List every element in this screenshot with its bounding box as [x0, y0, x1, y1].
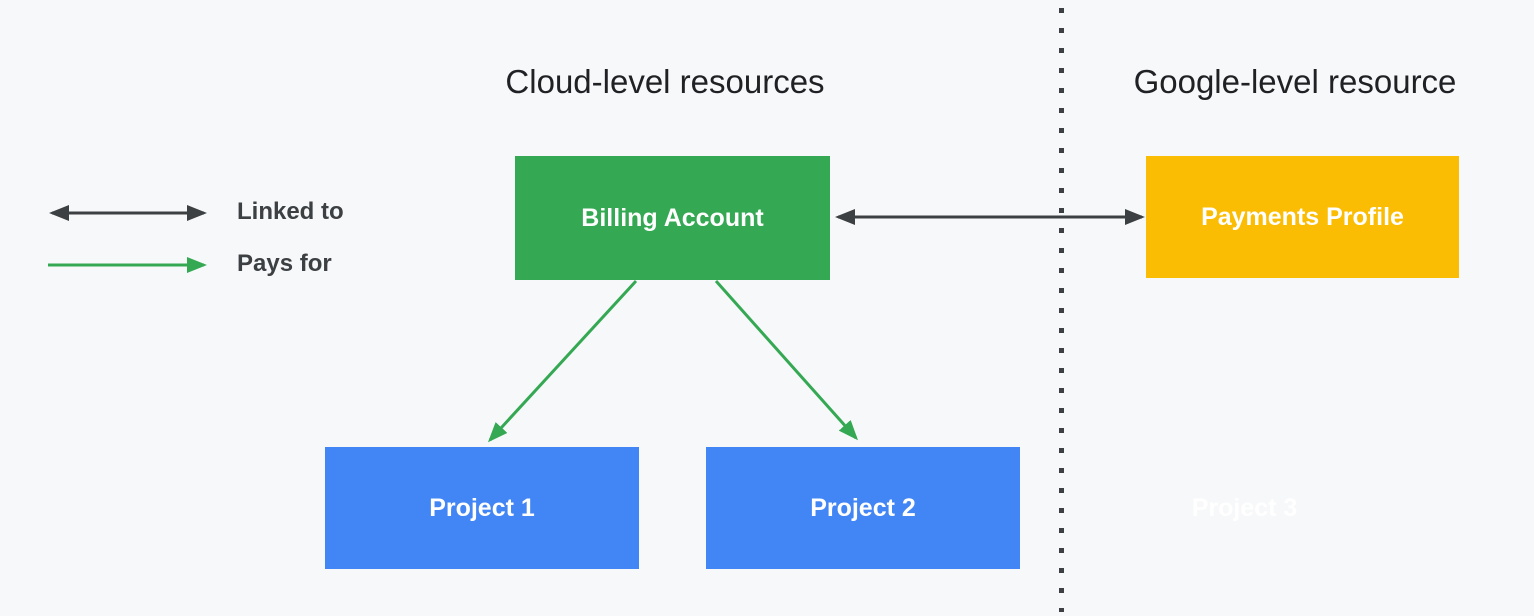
section-title-cloud-level: Cloud-level resources	[505, 63, 825, 100]
node-billing-account: Billing Account	[515, 156, 830, 280]
node-project-3-label: Project 3	[1191, 493, 1298, 522]
edge-pays-for-project-1	[487, 279, 638, 443]
node-payments-profile: Payments Profile	[1146, 156, 1459, 278]
node-project-1-label: Project 1	[429, 493, 535, 522]
legend-label-pays-for: Pays for	[237, 250, 332, 277]
edge-pays-for-project-2	[714, 280, 858, 441]
section-title-google-level: Google-level resource	[1133, 63, 1457, 100]
node-project-2-label: Project 2	[810, 493, 916, 522]
legend-label-linked-to: Linked to	[237, 198, 344, 225]
node-project-2: Project 2	[706, 447, 1020, 569]
section-divider-dotted-line	[1059, 8, 1064, 612]
node-project-3-ghost: Project 3	[1088, 447, 1401, 569]
node-billing-account-label: Billing Account	[581, 203, 764, 232]
node-project-1: Project 1	[325, 447, 639, 569]
node-payments-profile-label: Payments Profile	[1201, 202, 1404, 231]
